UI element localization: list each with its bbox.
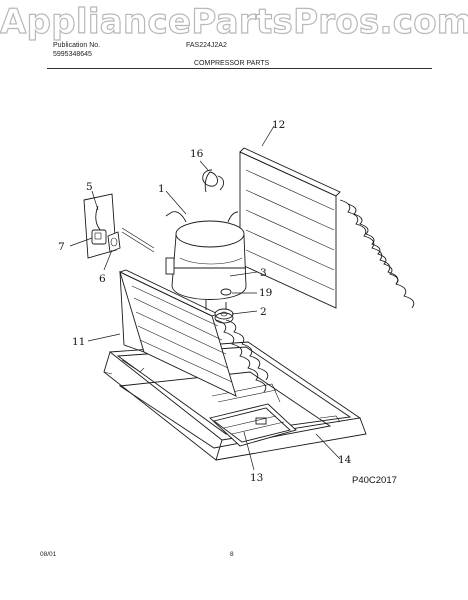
header-rule bbox=[47, 68, 432, 69]
callout-12: 12 bbox=[272, 119, 285, 131]
callout-13: 13 bbox=[250, 472, 263, 484]
callout-labels: 1 2 3 5 6 7 11 12 13 14 16 19 bbox=[58, 119, 352, 484]
base-pan-drawing bbox=[103, 341, 367, 461]
callout-3: 3 bbox=[260, 267, 267, 279]
callout-16: 16 bbox=[190, 148, 204, 160]
callout-19: 19 bbox=[259, 287, 272, 299]
publication-label: Publication No. bbox=[53, 42, 101, 49]
callout-11: 11 bbox=[72, 336, 85, 348]
leader-lines bbox=[69, 125, 341, 471]
coil-11-drawing bbox=[118, 269, 269, 397]
compressor-drawing bbox=[165, 211, 247, 312]
tubing-drawing bbox=[202, 169, 225, 193]
callout-14: 14 bbox=[338, 454, 352, 466]
callout-5: 5 bbox=[86, 181, 93, 193]
figure-reference: P40C2017 bbox=[352, 475, 397, 486]
callout-2: 2 bbox=[260, 306, 267, 318]
base-tray-drawing bbox=[209, 383, 297, 447]
coil-12-drawing bbox=[239, 147, 415, 309]
watermark: AppliancePartsPros.com bbox=[0, 1, 468, 42]
model-number: FAS224J2A2 bbox=[186, 42, 227, 49]
footer-date: 08/01 bbox=[40, 551, 57, 558]
callout-7: 7 bbox=[58, 241, 65, 253]
section-title: COMPRESSOR PARTS bbox=[194, 60, 270, 67]
publication-number: 5995348645 bbox=[53, 51, 92, 58]
callout-1: 1 bbox=[158, 183, 165, 195]
footer-page-number: 8 bbox=[230, 551, 234, 558]
overload-bracket-drawing bbox=[83, 193, 155, 259]
callout-6: 6 bbox=[99, 273, 106, 285]
grommet-drawing bbox=[214, 308, 234, 324]
